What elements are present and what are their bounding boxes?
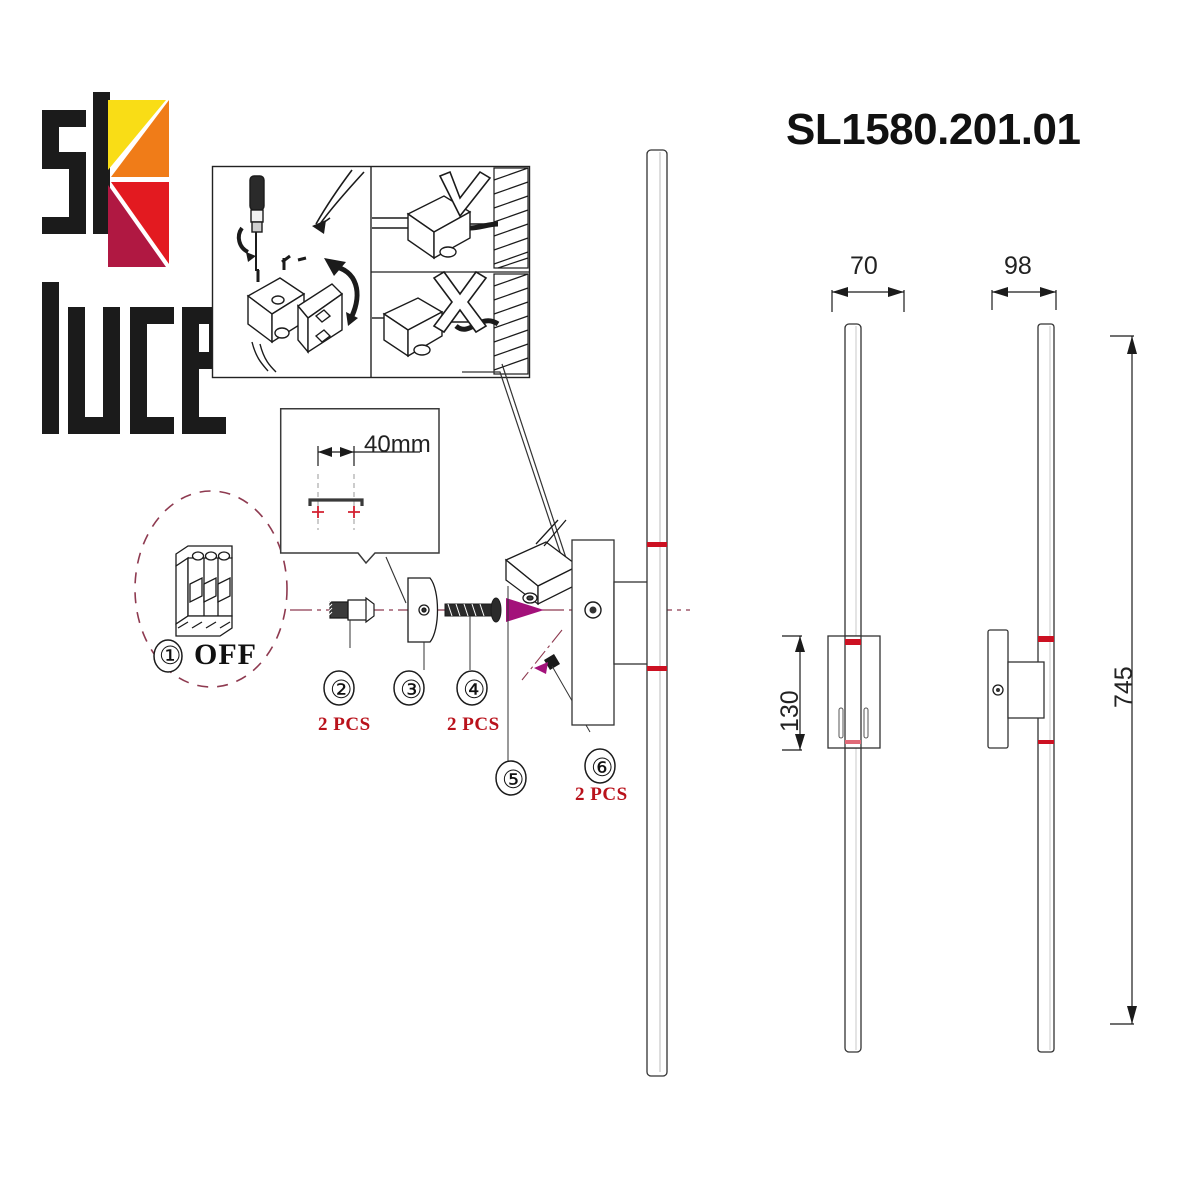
bracket-icon — [504, 519, 580, 606]
screwdriver-icon — [249, 175, 265, 282]
part-number-6: ⑥ — [591, 755, 614, 782]
part-number-3: ③ — [400, 677, 423, 704]
cross-mark-icon — [432, 270, 488, 334]
side-width-dimension: 98 — [988, 252, 1060, 312]
total-height-label: 745 — [1110, 666, 1138, 708]
mounting-plate-icon — [407, 577, 439, 643]
wall-hatch — [493, 273, 529, 375]
screw-icon — [444, 597, 502, 623]
accent-mark-bottom — [647, 666, 667, 671]
wall-hatch — [493, 167, 529, 269]
front-width-dimension: 70 — [828, 252, 908, 312]
brand-logo — [38, 92, 226, 462]
part-marker-2: ② — [322, 670, 356, 706]
part-qty-2: 2 PCS — [318, 714, 371, 735]
dashed-ellipse-ring — [134, 490, 288, 688]
bracket-height-label: 130 — [776, 690, 804, 732]
wiring-instruction-panel — [211, 165, 531, 379]
detail-dimension-label: 40mm — [364, 431, 431, 458]
assembly-light-bar — [646, 149, 668, 1077]
part-marker-5: ⑤ — [494, 760, 528, 796]
incorrect-wiring-illustration — [372, 270, 529, 375]
part-marker-6: ⑥ — [583, 748, 617, 784]
circuit-breaker-icon — [175, 545, 233, 637]
callout-leader-line — [385, 556, 407, 604]
part-number-5: ⑤ — [502, 767, 525, 794]
part-number-2: ② — [330, 677, 353, 704]
wall-anchor-icon — [327, 596, 375, 624]
bracket-height-dimension: 130 — [776, 632, 816, 754]
model-number: SL1580.201.01 — [786, 105, 1081, 154]
accent-mark-top — [845, 639, 861, 645]
terminal-block-icon — [246, 277, 306, 344]
accent-mark-bottom — [1038, 740, 1054, 744]
accent-mark-top — [1038, 636, 1054, 642]
logo-wordmark-luce — [42, 282, 226, 434]
part-number-4: ④ — [463, 677, 486, 704]
part-qty-6: 2 PCS — [575, 784, 628, 805]
part-marker-3: ③ — [392, 670, 426, 706]
breaker-step-number: ① — [159, 643, 182, 670]
insertion-arrow — [506, 598, 544, 622]
accent-mark-top — [647, 542, 667, 547]
wall-plate — [571, 539, 615, 726]
accent-mark-bottom — [845, 740, 861, 744]
set-screw-icon — [534, 654, 560, 674]
breaker-off-label: OFF — [194, 638, 257, 671]
side-width-label: 98 — [1004, 252, 1032, 280]
step-number-marker — [153, 639, 183, 673]
spacing-detail-callout: 40mm — [279, 407, 440, 565]
breaker-off-callout: ① OFF — [132, 488, 290, 690]
part-qty-4: 2 PCS — [447, 714, 500, 735]
check-mark-icon — [438, 170, 492, 218]
side-elevation-view — [960, 300, 1080, 1080]
plate-eyelet — [584, 601, 602, 619]
part-marker-4: ④ — [455, 670, 489, 706]
terminal-cover-icon — [296, 283, 344, 354]
total-height-dimension: 745 — [1110, 330, 1150, 1030]
front-elevation-view — [820, 300, 930, 1080]
correct-wiring-illustration — [372, 167, 529, 269]
front-width-label: 70 — [850, 252, 878, 280]
screw-position-marks — [312, 506, 360, 518]
logo-triangle-mark — [108, 100, 169, 267]
instruction-leader-lines — [462, 363, 567, 559]
